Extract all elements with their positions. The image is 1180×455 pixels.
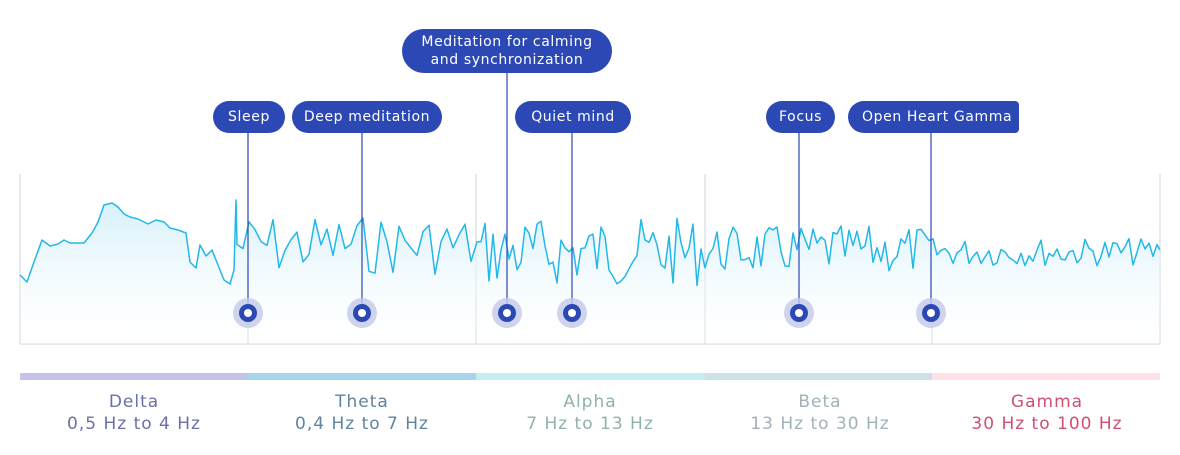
- marker-center-quiet-mind: [568, 309, 576, 317]
- marker-quiet-mind: [557, 298, 587, 328]
- band-bar-beta: [705, 373, 932, 380]
- band-theta-range: 0,4 Hz to 7 Hz: [295, 414, 429, 434]
- label-focus: Focus: [766, 101, 835, 133]
- band-delta-name: Delta: [108, 392, 160, 412]
- marker-sleep: [233, 298, 263, 328]
- marker-center-sleep: [244, 309, 252, 317]
- marker-center-deep-meditation: [358, 309, 366, 317]
- band-gamma-range: 30 Hz to 100 Hz: [971, 414, 1123, 434]
- band-bar-delta: [20, 373, 248, 380]
- band-gamma: Gamma 30 Hz to 100 Hz: [934, 391, 1160, 435]
- band-alpha-range: 7 Hz to 13 Hz: [526, 414, 654, 434]
- band-color-bar: [20, 373, 1160, 380]
- brainwave-signal-line: [19, 199, 1161, 287]
- marker-meditation-calming: [492, 298, 522, 328]
- band-bar-gamma: [932, 373, 1160, 380]
- label-quiet-mind: Quiet mind: [515, 101, 631, 133]
- marker-deep-meditation: [347, 298, 377, 328]
- band-delta-range: 0,5 Hz to 4 Hz: [67, 414, 201, 434]
- marker-center-meditation-calming: [503, 309, 511, 317]
- marker-open-heart-gamma: [916, 298, 946, 328]
- band-beta: Beta 13 Hz to 30 Hz: [706, 391, 934, 435]
- band-bar-alpha: [476, 373, 705, 380]
- band-beta-name: Beta: [798, 392, 842, 412]
- annotation-markers: [233, 298, 946, 328]
- label-sleep: Sleep: [213, 101, 285, 133]
- band-beta-range: 13 Hz to 30 Hz: [750, 414, 890, 434]
- band-gamma-name: Gamma: [1010, 392, 1084, 412]
- annotation-stems: [247, 73, 932, 305]
- wave-fill-area: [20, 200, 1160, 344]
- band-theta-name: Theta: [335, 392, 389, 412]
- band-alpha: Alpha 7 Hz to 13 Hz: [476, 391, 704, 435]
- band-alpha-name: Alpha: [563, 392, 617, 412]
- label-open-heart-gamma: Open Heart Gamma: [848, 101, 1019, 133]
- label-meditation-calming: Meditation for calming and synchronizati…: [402, 29, 612, 73]
- band-theta: Theta 0,4 Hz to 7 Hz: [248, 391, 476, 435]
- marker-center-focus: [795, 309, 803, 317]
- marker-center-open-heart-gamma: [927, 309, 935, 317]
- marker-focus: [784, 298, 814, 328]
- band-delta: Delta 0,5 Hz to 4 Hz: [20, 391, 248, 435]
- band-bar-theta: [248, 373, 476, 380]
- label-deep-meditation: Deep meditation: [292, 101, 442, 133]
